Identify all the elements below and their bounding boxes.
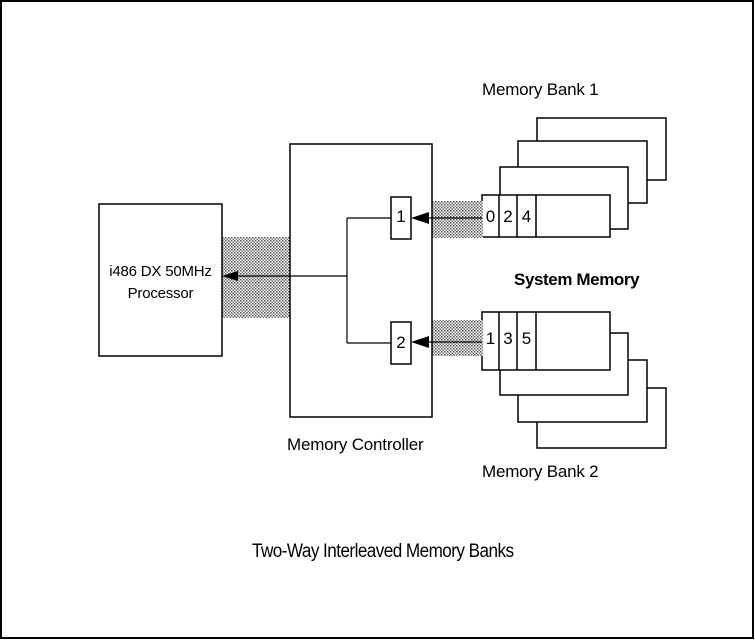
memory-controller-label: Memory Controller: [287, 435, 424, 454]
arrow-to-port-2: [411, 336, 429, 348]
memory-bank-1: [481, 117, 667, 238]
memory-controller-box: [289, 143, 433, 418]
port-2-label: 2: [396, 333, 406, 352]
bus-bank1: [432, 201, 483, 238]
diagram-caption: Two-Way Interleaved Memory Banks: [252, 541, 514, 562]
bank2-cell-5: 5: [521, 329, 532, 348]
bank1-label: Memory Bank 1: [482, 80, 599, 99]
bank2-cell-1: 1: [485, 329, 496, 348]
port-1-label: 1: [396, 207, 406, 226]
bus-bank2: [432, 320, 483, 356]
processor-label-line1: i486 DX 50MHz: [109, 263, 212, 280]
bank1-cell-0: 0: [485, 207, 496, 226]
bank1-cell-2: 2: [503, 207, 513, 226]
processor-label-line2: Processor: [127, 285, 194, 302]
bank2-cell-3: 3: [503, 329, 513, 348]
arrow-to-processor: [222, 271, 238, 281]
controller-routing: [237, 217, 391, 344]
arrow-to-port-1: [411, 212, 429, 224]
processor-box: [98, 203, 223, 357]
system-memory-label: System Memory: [514, 270, 640, 289]
bank1-cell-4: 4: [521, 207, 532, 226]
bank2-label: Memory Bank 2: [482, 462, 599, 481]
